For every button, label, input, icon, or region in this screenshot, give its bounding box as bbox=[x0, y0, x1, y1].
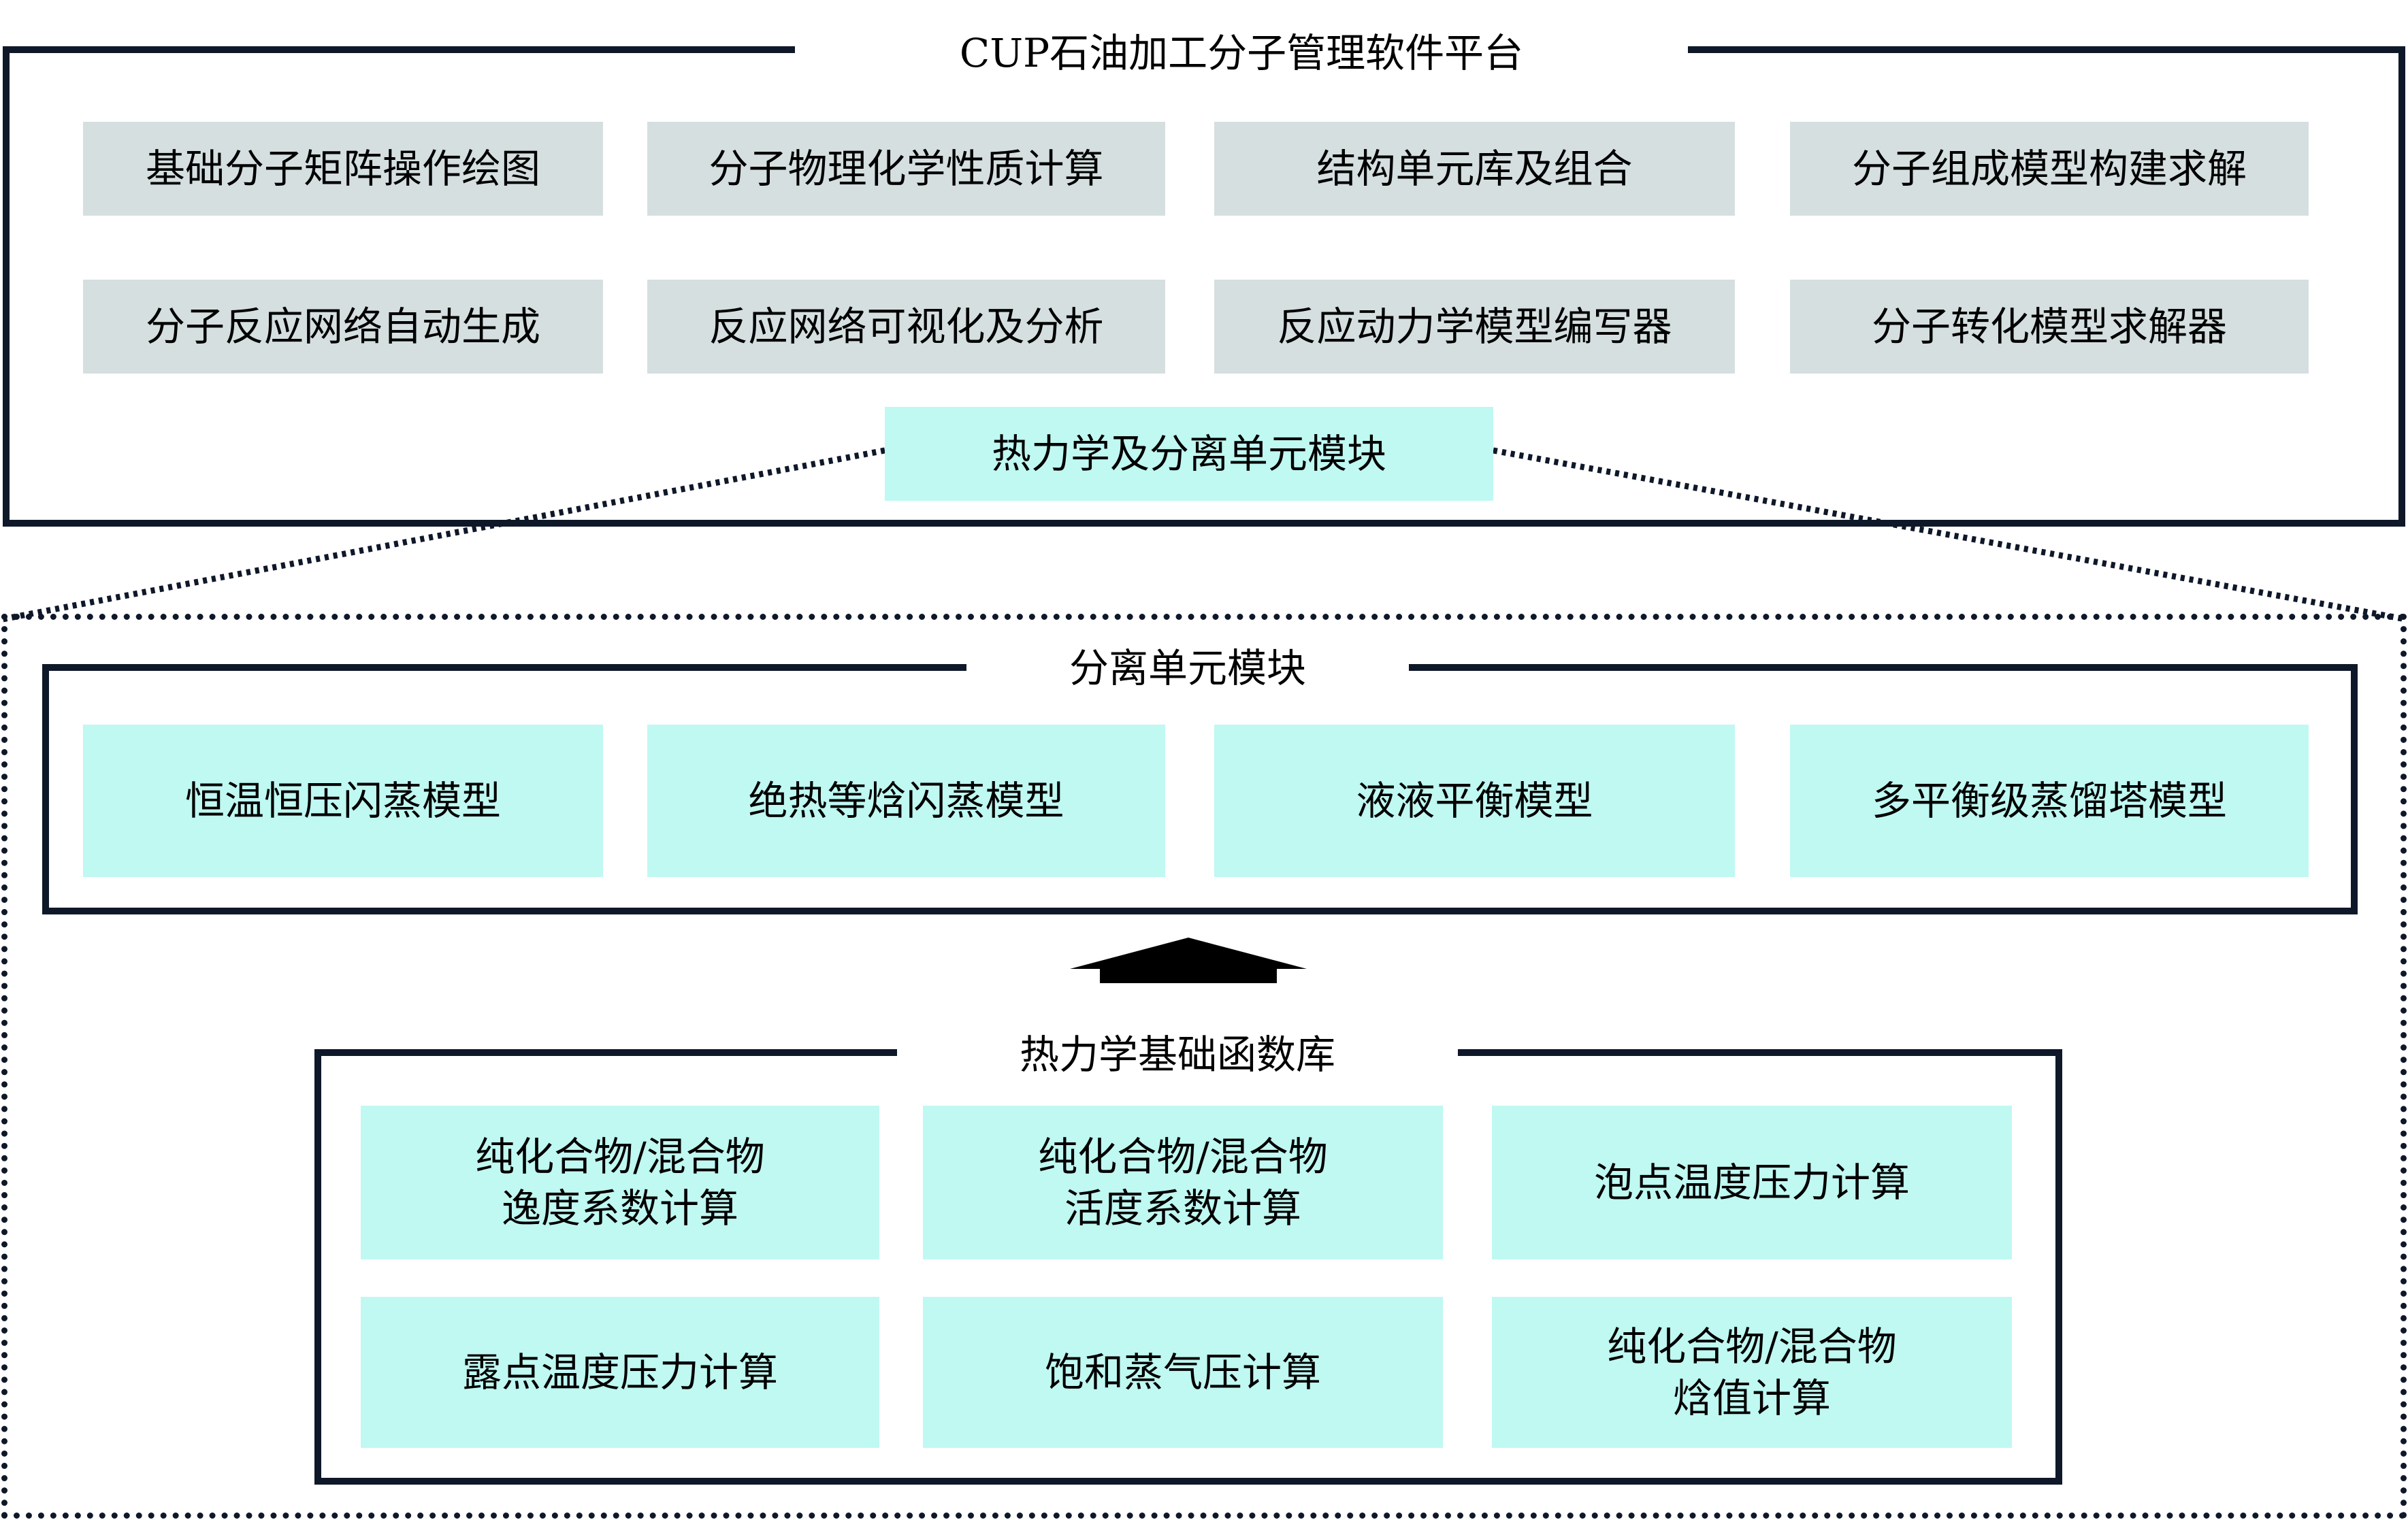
thermo-detail-frame bbox=[1, 614, 2407, 1519]
module-thermo-separation[interactable]: 热力学及分离单元模块 bbox=[885, 407, 1493, 501]
module-conversion-model-solver[interactable]: 分子转化模型求解器 bbox=[1790, 280, 2309, 374]
lib-activity-coefficient[interactable]: 纯化合物/混合物 活度系数计算 bbox=[923, 1106, 1443, 1259]
callout-line-right bbox=[1493, 447, 2406, 623]
module-isothermal-flash[interactable]: 恒温恒压闪蒸模型 bbox=[83, 725, 603, 877]
module-molecule-matrix-drawing[interactable]: 基础分子矩阵操作绘图 bbox=[83, 122, 603, 216]
module-composition-model-solver[interactable]: 分子组成模型构建求解 bbox=[1790, 122, 2309, 216]
module-reaction-network-generation[interactable]: 分子反应网络自动生成 bbox=[83, 280, 603, 374]
up-arrow-icon bbox=[1070, 938, 1307, 983]
lib-saturated-vapor-pressure[interactable]: 饱和蒸气压计算 bbox=[923, 1297, 1443, 1448]
lib-enthalpy[interactable]: 纯化合物/混合物 焓值计算 bbox=[1492, 1297, 2012, 1448]
module-liquid-liquid-equilibrium[interactable]: 液液平衡模型 bbox=[1214, 725, 1735, 877]
lib-dew-point[interactable]: 露点温度压力计算 bbox=[361, 1297, 879, 1448]
module-multistage-distillation[interactable]: 多平衡级蒸馏塔模型 bbox=[1790, 725, 2309, 877]
module-adiabatic-flash[interactable]: 绝热等焓闪蒸模型 bbox=[647, 725, 1165, 877]
lib-bubble-point[interactable]: 泡点温度压力计算 bbox=[1492, 1106, 2012, 1259]
lib-fugacity-coefficient[interactable]: 纯化合物/混合物 逸度系数计算 bbox=[361, 1106, 879, 1259]
module-structure-unit-library[interactable]: 结构单元库及组合 bbox=[1214, 122, 1735, 216]
platform-title: CUP石油加工分子管理软件平台 bbox=[795, 26, 1688, 80]
module-kinetics-model-editor[interactable]: 反应动力学模型编写器 bbox=[1214, 280, 1735, 374]
module-reaction-network-visualization[interactable]: 反应网络可视化及分析 bbox=[647, 280, 1165, 374]
thermo-library-title: 热力学基础函数库 bbox=[897, 1027, 1458, 1082]
separation-title: 分离单元模块 bbox=[966, 641, 1409, 695]
module-physchem-properties[interactable]: 分子物理化学性质计算 bbox=[647, 122, 1165, 216]
